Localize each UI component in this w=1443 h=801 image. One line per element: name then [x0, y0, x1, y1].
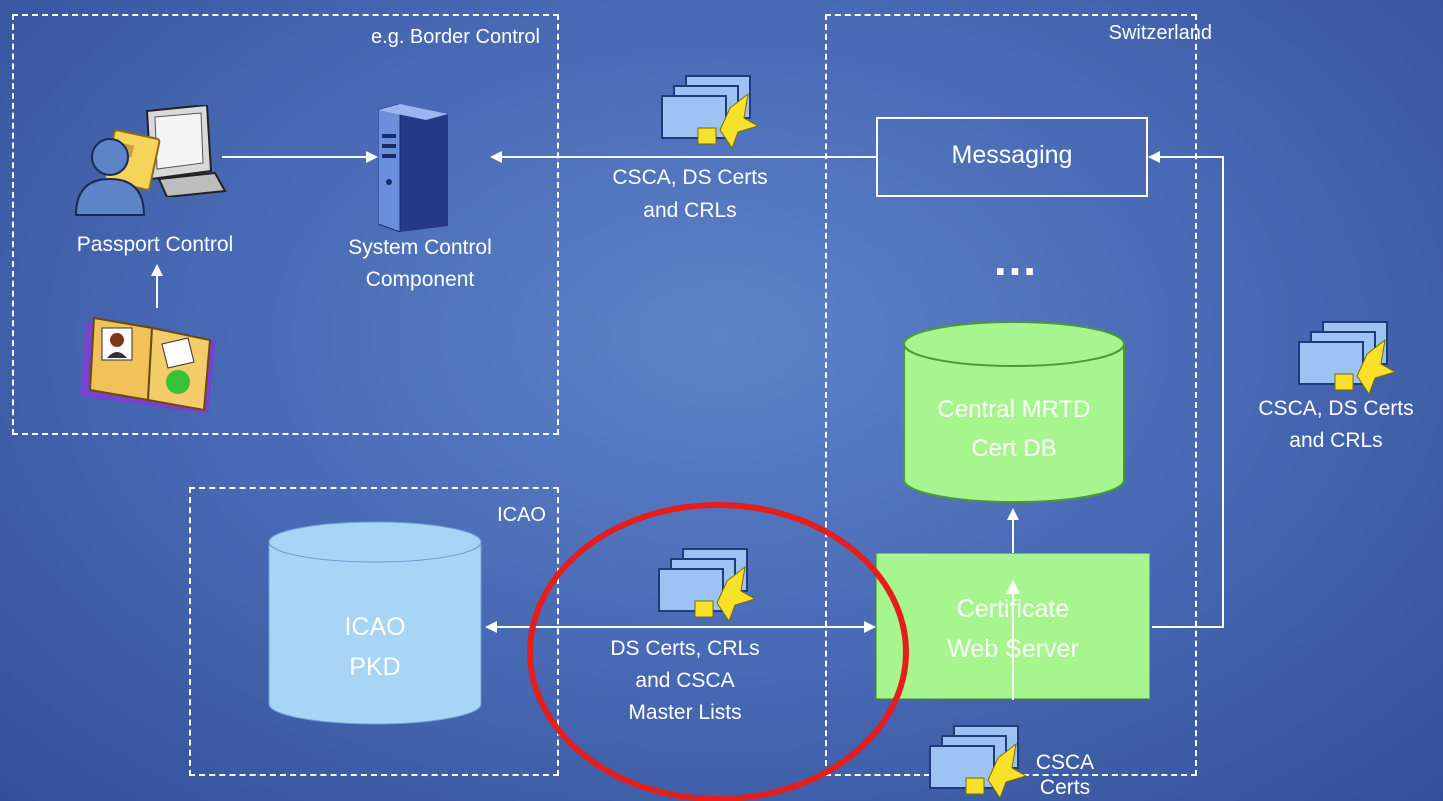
flow-icao-line1: DS Certs, CRLs — [610, 637, 760, 660]
certificate-stack-icon — [1298, 321, 1397, 396]
passport-control-label: Passport Control — [76, 233, 234, 256]
switzerland-zone-label: Switzerland — [1108, 22, 1212, 44]
cert-web-server-label-line2: Web Server — [947, 635, 1079, 663]
csca-certs-line1: CSCA — [1035, 751, 1095, 774]
system-control-label-line2: Component — [365, 268, 475, 291]
border-control-zone — [12, 14, 559, 435]
user-icon — [74, 138, 146, 216]
web-server-inner-arrow — [1006, 580, 1020, 700]
flow-to-messaging-line1: CSCA, DS Certs — [1258, 397, 1414, 420]
flow-to-system-line2: and CRLs — [643, 199, 737, 222]
ellipsis-label: … — [992, 233, 1038, 285]
icao-pkd-label-line2: PKD — [349, 653, 401, 681]
system-control-label-line1: System Control — [348, 236, 492, 259]
flow-icao-line3: Master Lists — [628, 701, 742, 724]
certificate-stack-icon — [929, 725, 1028, 800]
central-db-label-line2: Cert DB — [971, 435, 1057, 462]
flow-to-system-line1: CSCA, DS Certs — [612, 166, 768, 189]
border-control-zone-label: e.g. Border Control — [371, 26, 540, 48]
server-icon — [378, 104, 448, 232]
flow-icao-line2: and CSCA — [635, 669, 735, 692]
messaging-label: Messaging — [951, 141, 1073, 169]
csca-certs-line2: Certs — [1039, 776, 1091, 799]
passport-icon — [80, 316, 216, 414]
central-db-label-line1: Central MRTD — [937, 396, 1091, 423]
cert-web-server-label-line1: Certificate — [956, 595, 1070, 623]
certificate-stack-icon — [658, 548, 757, 623]
arrow-server-to-messaging — [1148, 151, 1224, 628]
icao-pkd-cylinder — [268, 521, 482, 725]
messaging-box — [876, 117, 1148, 197]
certificate-stack-icon — [661, 75, 760, 150]
icao-pkd-label-line1: ICAO — [344, 613, 406, 641]
central-db-cylinder — [903, 321, 1125, 503]
flow-to-messaging-line2: and CRLs — [1289, 429, 1383, 452]
